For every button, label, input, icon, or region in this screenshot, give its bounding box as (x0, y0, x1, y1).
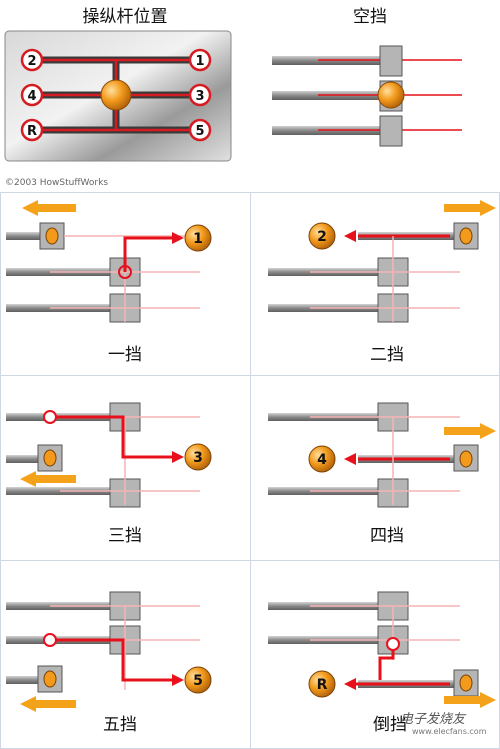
gear-target-ball (308, 670, 336, 698)
watermark-url: www.elecfans.com (412, 727, 487, 736)
gear-1-diagram: 1 (6, 200, 212, 323)
caption-gear-5: 五挡 (103, 715, 137, 735)
caption-gear-2: 二挡 (370, 345, 404, 365)
svg-text:4: 4 (27, 89, 36, 104)
svg-text:R: R (27, 124, 37, 139)
left-arrow-icon (20, 471, 76, 487)
gear-target-ball (308, 222, 336, 250)
stick-knob (100, 79, 132, 111)
gear-target-ball (184, 666, 212, 694)
gear-target-label: 2 (317, 229, 327, 245)
neutral-knob (377, 81, 405, 109)
watermark-logo: 电子发烧友 (400, 712, 466, 727)
neutral-rods (272, 45, 462, 147)
svg-text:3: 3 (195, 89, 204, 104)
gear-target-label: R (317, 677, 328, 693)
caption-gear-1: 一挡 (108, 345, 142, 365)
right-arrow-icon (444, 423, 496, 439)
gear-target-label: 3 (193, 450, 203, 466)
gear-marker-4: 4 (20, 83, 44, 107)
gear-r-diagram: R (268, 591, 496, 708)
neutral-title: 空挡 (353, 7, 387, 27)
gear-3-diagram: 3 (6, 402, 212, 508)
gear-marker-1: 1 (188, 48, 212, 72)
gear-target-ball (184, 224, 212, 252)
left-arrow-icon (22, 200, 76, 216)
svg-text:2: 2 (27, 54, 36, 69)
svg-text:1: 1 (195, 54, 204, 69)
gear-marker-r: R (20, 118, 44, 142)
stick-position-title: 操纵杆位置 (82, 7, 168, 27)
svg-text:5: 5 (195, 124, 204, 139)
gear-target-ball (308, 445, 336, 473)
caption-gear-4: 四挡 (370, 526, 404, 546)
gear-target-ball (184, 443, 212, 471)
gear-target-label: 1 (193, 231, 203, 247)
gear-5-diagram: 5 (6, 591, 212, 712)
caption-gear-3: 三挡 (108, 526, 142, 546)
panel-gear-r (250, 560, 500, 749)
right-arrow-icon (444, 692, 496, 708)
copyright-notice: ©2003 HowStuffWorks (5, 178, 109, 188)
neutral-diagram (272, 45, 462, 147)
gear-marker-2: 2 (20, 48, 44, 72)
shift-pattern-diagram: 2 1 4 3 R 5 (4, 30, 232, 162)
gear-2-diagram: 2 (268, 200, 496, 323)
gear-target-label: 4 (317, 452, 327, 468)
gear-marker-5: 5 (188, 118, 212, 142)
gear-target-label: 5 (193, 673, 203, 689)
left-arrow-icon (20, 696, 76, 712)
gear-marker-3: 3 (188, 83, 212, 107)
gear-4-diagram: 4 (268, 402, 496, 508)
caption-gear-r: 倒挡 (373, 715, 407, 735)
right-arrow-icon (444, 200, 496, 216)
